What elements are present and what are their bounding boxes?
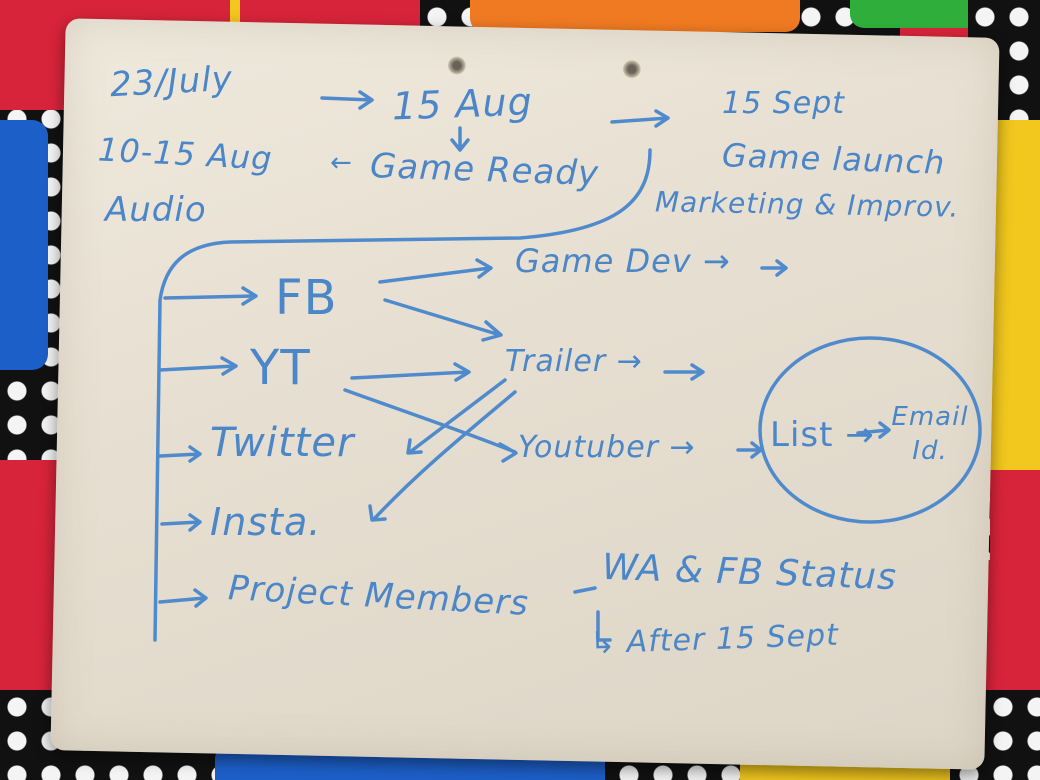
- background-orange-block: [470, 0, 800, 32]
- youtuber-text: Youtuber →: [518, 430, 696, 465]
- background-blue-block: [0, 120, 48, 370]
- start-date-text: 23/July: [109, 58, 234, 106]
- list-text: List →: [770, 415, 875, 455]
- email-id-text: Email Id.: [891, 402, 969, 466]
- channel-insta: Insta.: [210, 500, 322, 544]
- background-green-block: [850, 0, 990, 28]
- game-ready-date-text: 15 Aug: [391, 79, 534, 129]
- audio-text: Audio: [105, 190, 207, 230]
- channel-twitter: Twitter: [210, 420, 355, 466]
- marketing-text: Marketing & Improv.: [654, 185, 960, 224]
- channel-yt: YT: [250, 340, 311, 396]
- audio-arrow-text: ←: [330, 148, 353, 178]
- trailer-text: Trailer →: [505, 344, 643, 379]
- background-yellow-right: [990, 120, 1040, 500]
- game-ready-text: Game Ready: [369, 146, 600, 194]
- launch-date-text: 15 Sept: [722, 86, 846, 121]
- channel-fb: FB: [275, 270, 338, 326]
- game-launch-text: Game launch: [721, 136, 946, 182]
- game-dev-text: Game Dev →: [515, 242, 731, 280]
